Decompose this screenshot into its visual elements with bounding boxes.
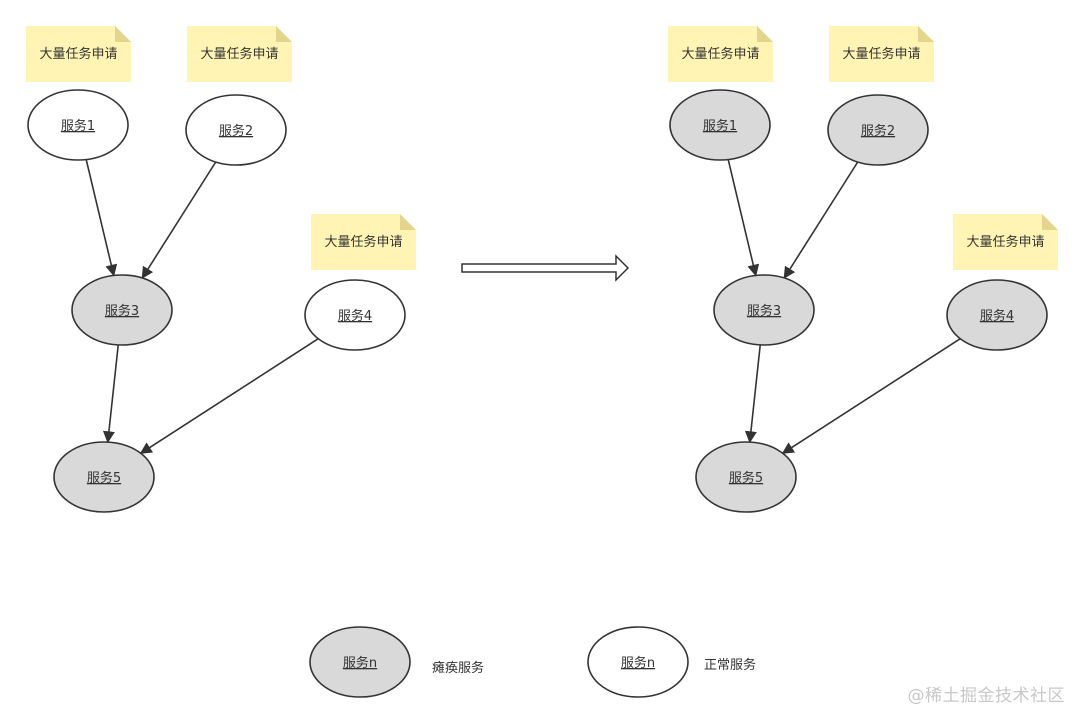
note-0-s2-fold <box>276 26 292 42</box>
node-0-s5-label: 服务5 <box>87 470 121 486</box>
node-0-s5: 服务5 <box>53 441 155 513</box>
node-1-s5-label: 服务5 <box>729 470 763 486</box>
node-1-s1-label: 服务1 <box>703 118 737 134</box>
node-0-s1-shape <box>27 89 129 161</box>
note-1-s1-shape <box>668 26 773 82</box>
note-0-s1-fold <box>115 26 131 42</box>
note-0-s4-fold <box>400 214 416 230</box>
node-0-s1: 服务1 <box>27 89 129 161</box>
node-0-s3: 服务3 <box>71 274 173 346</box>
node-0-s4-label: 服务4 <box>338 308 372 324</box>
node-0-s4: 服务4 <box>304 279 406 351</box>
note-0-s2: 大量任务申请 <box>187 26 292 82</box>
node-1-s4-shape <box>946 279 1048 351</box>
node-1-s2-shape <box>827 94 929 166</box>
node-1-s1: 服务1 <box>669 89 771 161</box>
node-1-s2: 服务2 <box>827 94 929 166</box>
edge-1-s2-s3 <box>783 161 859 280</box>
node-1-s2-label: 服务2 <box>861 123 895 139</box>
legend: 服务n 服务n <box>309 626 689 698</box>
edge-1-s1-s3 <box>727 159 760 277</box>
legend-paralyzed-node-shape <box>309 626 411 698</box>
legend-normal-text: 正常服务 <box>704 658 757 673</box>
note-0-s1: 大量任务申请 <box>26 26 131 82</box>
note-1-s2-shape <box>829 26 934 82</box>
node-0-s3-shape <box>71 274 173 346</box>
legend-normal-node-label: 服务n <box>621 655 655 671</box>
note-1-s1: 大量任务申请 <box>668 26 773 82</box>
node-0-s4-shape <box>304 279 406 351</box>
node-1-s4: 服务4 <box>946 279 1048 351</box>
node-1-s3: 服务3 <box>713 274 815 346</box>
node-1-s3-shape <box>713 274 815 346</box>
note-1-s2-label: 大量任务申请 <box>842 46 920 62</box>
edge-1-s4-s5 <box>781 338 961 454</box>
edge-0-s2-s3 <box>141 161 217 280</box>
node-0-s3-label: 服务3 <box>105 303 139 319</box>
node-0-s2-label: 服务2 <box>219 123 253 139</box>
transition-arrow <box>461 254 630 282</box>
note-0-s1-shape <box>26 26 131 82</box>
node-0-s1-label: 服务1 <box>61 118 95 134</box>
edge-0-s4-s5 <box>139 338 319 454</box>
note-1-s4-fold <box>1042 214 1058 230</box>
note-0-s1-label: 大量任务申请 <box>39 46 117 62</box>
edge-0-s3-s5 <box>102 344 120 444</box>
node-0-s5-shape <box>53 441 155 513</box>
legend-paralyzed-text: 瘫痪服务 <box>432 661 485 676</box>
note-1-s2-fold <box>918 26 934 42</box>
node-1-s4-label: 服务4 <box>980 308 1014 324</box>
edge-0-s1-s3 <box>85 159 118 277</box>
note-1-s4-shape <box>953 214 1058 270</box>
node-1-s1-shape <box>669 89 771 161</box>
legend-normal-node-shape <box>587 626 689 698</box>
watermark: @稀土掘金技术社区 <box>907 686 1065 706</box>
note-1-s1-fold <box>757 26 773 42</box>
node-1-s5: 服务5 <box>695 441 797 513</box>
legend-paralyzed-node: 服务n <box>309 626 411 698</box>
edge-1-s3-s5 <box>744 344 762 444</box>
note-1-s4: 大量任务申请 <box>953 214 1058 270</box>
note-1-s1-label: 大量任务申请 <box>681 46 759 62</box>
node-0-s2: 服务2 <box>185 94 287 166</box>
note-0-s2-shape <box>187 26 292 82</box>
legend-paralyzed-node-label: 服务n <box>343 655 377 671</box>
node-1-s5-shape <box>695 441 797 513</box>
node-0-s2-shape <box>185 94 287 166</box>
note-1-s2: 大量任务申请 <box>829 26 934 82</box>
note-0-s2-label: 大量任务申请 <box>200 46 278 62</box>
legend-normal-node: 服务n <box>587 626 689 698</box>
note-0-s4-label: 大量任务申请 <box>324 234 402 250</box>
note-0-s4: 大量任务申请 <box>311 214 416 270</box>
node-1-s3-label: 服务3 <box>747 303 781 319</box>
note-0-s4-shape <box>311 214 416 270</box>
note-1-s4-label: 大量任务申请 <box>966 234 1044 250</box>
